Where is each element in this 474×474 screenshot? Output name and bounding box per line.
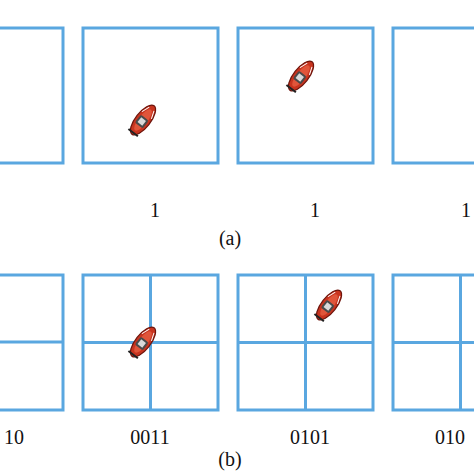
cell-frame (83, 28, 218, 163)
cell-frame (0, 275, 63, 410)
cell-frame (83, 275, 218, 410)
boat-icon (284, 57, 318, 95)
boat-icon (312, 286, 346, 324)
panel-label: (a) (219, 227, 241, 249)
cell-code: 0101 (290, 426, 330, 448)
panel-label: (b) (218, 448, 241, 470)
cell-value: 1 (150, 199, 160, 221)
cell-code: 0011 (130, 426, 169, 448)
cell-value: 1 (461, 199, 471, 221)
cell-frame (393, 275, 474, 410)
cell-frame (0, 28, 63, 163)
cell-frame (238, 28, 373, 163)
cell-frame (393, 28, 474, 163)
cell-code: 010 (435, 426, 465, 448)
cell-code: 10 (4, 426, 24, 448)
boat-icon (126, 101, 160, 139)
boat-icon (126, 323, 160, 361)
cell-frames (0, 28, 474, 410)
cell-value: 1 (310, 199, 320, 221)
cell-frame (238, 275, 373, 410)
